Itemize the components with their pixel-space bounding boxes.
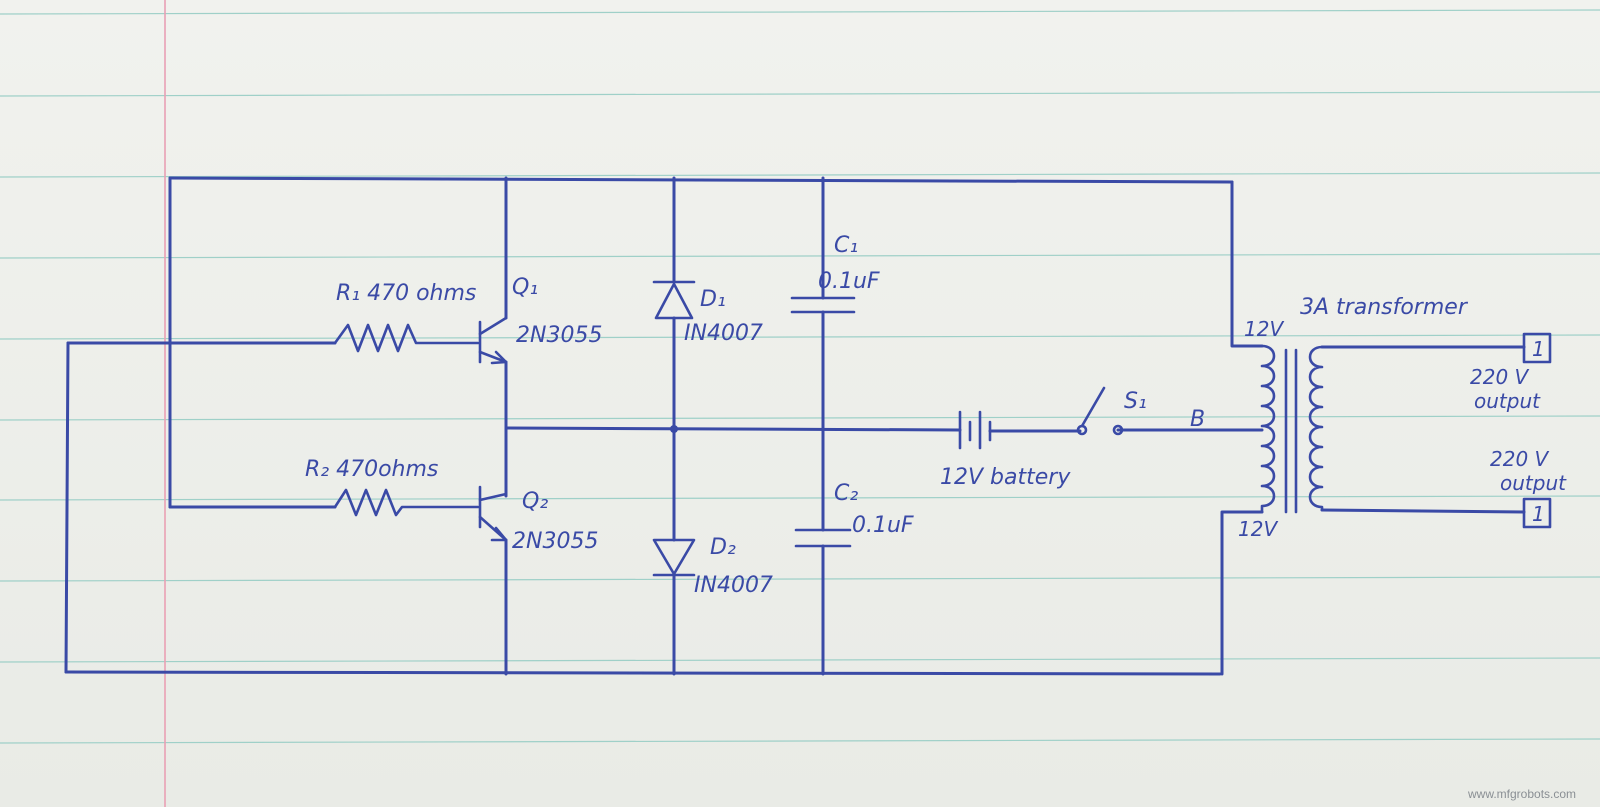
label-q1: Q₁	[512, 275, 538, 300]
capacitor-c2	[794, 528, 852, 548]
label-r1: R₁ 470 ohms	[336, 281, 476, 306]
label-out2: output	[1500, 471, 1567, 495]
label-out1-voltage: 220 V	[1470, 365, 1530, 389]
resistor-r2	[333, 488, 480, 517]
label-q2-part: 2N3055	[512, 529, 598, 554]
label-out1: output	[1474, 389, 1541, 413]
label-tap-bottom: 12V	[1238, 517, 1278, 541]
transistor-q2	[478, 485, 508, 542]
terminal-1-label: 1	[1532, 337, 1545, 361]
label-q1-part: 2N3055	[516, 323, 602, 348]
output-terminal-1	[1522, 332, 1552, 364]
wires	[64, 176, 1526, 676]
label-c1-value: 0.1uF	[818, 269, 880, 294]
transformer-icon	[1260, 344, 1324, 514]
label-battery: 12V battery	[940, 465, 1071, 490]
label-d2: D₂	[710, 535, 736, 560]
label-transformer: 3A transformer	[1300, 295, 1469, 320]
label-node-b: B	[1190, 407, 1205, 432]
label-d1-part: IN4007	[684, 321, 763, 346]
label-c1: C₁	[834, 233, 858, 258]
resistor-r1	[333, 323, 480, 353]
label-tap-top: 12V	[1244, 317, 1284, 341]
junction-dot	[670, 425, 678, 433]
ruled-lines	[0, 9, 1600, 744]
output-terminal-2	[1522, 497, 1552, 529]
label-q2: Q₂	[522, 489, 548, 514]
label-switch: S₁	[1124, 389, 1147, 414]
label-d2-part: IN4007	[694, 573, 773, 598]
transistor-q1	[478, 316, 508, 365]
label-out2-voltage: 220 V	[1490, 447, 1550, 471]
diode-d1	[652, 280, 696, 320]
label-c2: C₂	[834, 481, 858, 506]
label-r2: R₂ 470ohms	[305, 457, 438, 482]
switch-s1	[1076, 386, 1124, 436]
terminal-2-label: 1	[1532, 502, 1545, 526]
watermark: www.mfgrobots.com	[1467, 787, 1576, 801]
capacitor-c1	[790, 296, 856, 314]
label-c2-value: 0.1uF	[852, 513, 914, 538]
diode-d2	[652, 538, 696, 577]
label-d1: D₁	[700, 287, 726, 312]
battery-icon	[958, 410, 1082, 450]
